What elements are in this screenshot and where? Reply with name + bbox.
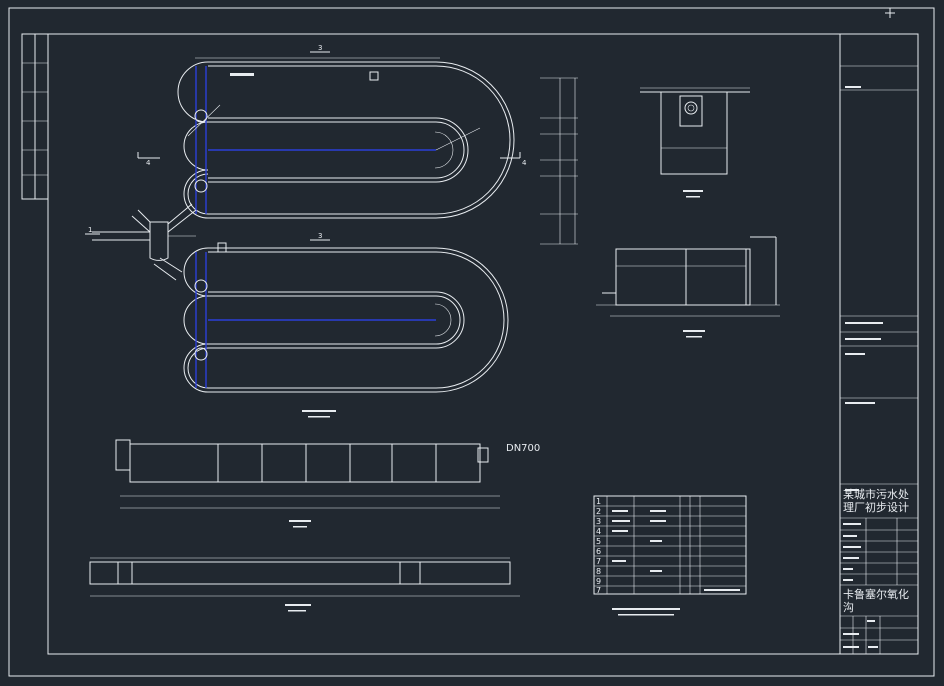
svg-text:2: 2 <box>596 507 601 516</box>
svg-text:9: 9 <box>596 577 601 586</box>
ditch-plan-upper <box>177 57 515 219</box>
long-section-1 <box>115 439 500 528</box>
svg-text:6: 6 <box>596 547 601 556</box>
detail-section-b <box>596 236 780 338</box>
outer-frame <box>8 7 935 677</box>
pipe-label: DN700 <box>506 443 540 454</box>
table-row-numbers: 1 2 3 4 5 6 7 8 9 7 <box>596 497 601 595</box>
title-block <box>839 33 919 655</box>
materials-table <box>593 495 747 616</box>
drawing-title: 卡鲁塞尔氧化沟 <box>843 588 909 614</box>
svg-text:8: 8 <box>596 567 601 576</box>
section-mark-1: 1 <box>88 226 92 234</box>
dimension-chain <box>540 77 578 245</box>
section-mark-3-top: 3 <box>318 44 322 52</box>
section-markers <box>85 51 521 241</box>
svg-text:1: 1 <box>596 497 601 506</box>
section-mark-3-bottom: 3 <box>318 232 322 240</box>
long-section-2 <box>89 557 520 612</box>
svg-text:7: 7 <box>596 586 601 595</box>
section-mark-4-left: 4 <box>146 159 151 167</box>
svg-text:3: 3 <box>596 517 601 526</box>
crosshair-marker <box>885 8 895 18</box>
svg-text:5: 5 <box>596 537 601 546</box>
revision-strip <box>21 33 49 200</box>
ditch-plan-lower <box>183 242 509 393</box>
project-title: 某城市污水处理厂初步设计 <box>843 488 909 514</box>
svg-text:7: 7 <box>596 557 601 566</box>
section-mark-4-right: 4 <box>522 159 527 167</box>
svg-text:4: 4 <box>596 527 601 536</box>
distribution-well <box>92 203 197 281</box>
detail-section-a <box>640 87 750 198</box>
inner-frame <box>47 33 919 655</box>
